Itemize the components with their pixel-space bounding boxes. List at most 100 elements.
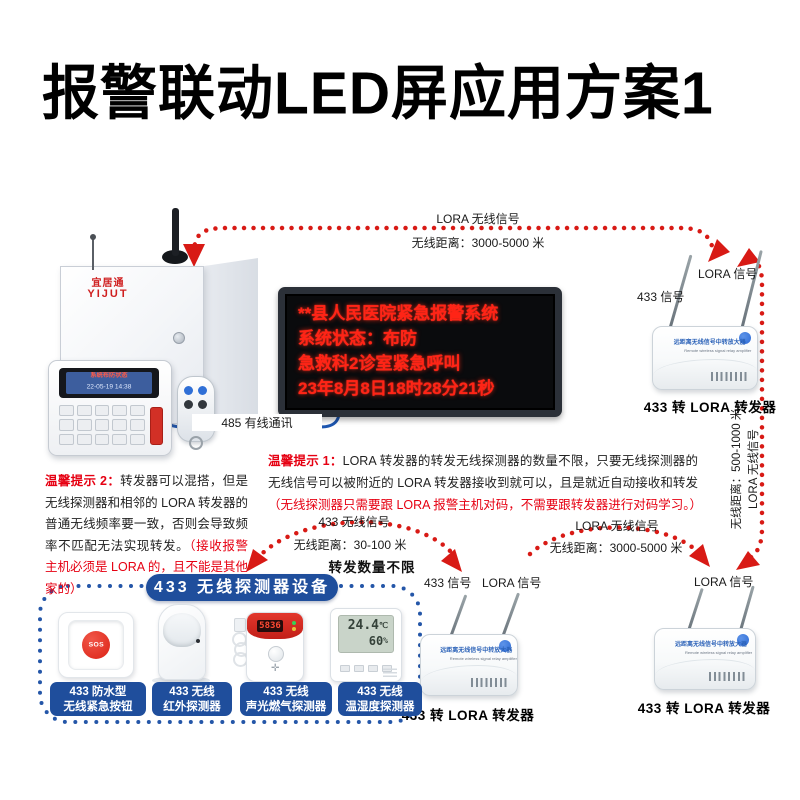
relay-link-name: LORA 无线信号	[575, 519, 659, 533]
humidity-reading: 60%	[368, 634, 388, 648]
arrow-repeater1-side	[737, 248, 760, 267]
page-title: 报警联动LED屏应用方案1	[42, 60, 714, 128]
tip2-note: （接收报警主机必须是 LORA 的，且不能是其他家的）	[45, 538, 248, 596]
repeater1-lora-signal-label: LORA 信号	[698, 267, 758, 281]
led-line-4: 23年8月8日18时28分21秒	[298, 379, 495, 398]
tip2-title: 温馨提示 2：	[45, 474, 121, 488]
sos-label: SOS	[88, 640, 104, 649]
repeater-dip-switch	[709, 672, 745, 681]
detector-label-temp: 433 无线 温湿度探测器	[338, 682, 422, 716]
detector-box-banner: 433 无线探测器设备	[146, 574, 338, 601]
gas-test-button	[268, 646, 284, 662]
detector-label-pir: 433 无线 红外探测器	[152, 682, 232, 716]
temp-lcd: 24.4℃ 60%	[338, 615, 394, 653]
temp-reading: 24.4℃	[347, 618, 388, 633]
relay-arc-line	[527, 525, 701, 557]
repeater3-lora-signal-label: LORA 信号	[694, 575, 754, 589]
tip1-note: （无线探测器只需要跟 LORA 报警主机对码，不需要跟转发器进行对码学习。）	[268, 498, 703, 512]
repeater-seam	[653, 359, 757, 376]
gas-led-dots	[292, 621, 296, 625]
remote-keyring	[189, 436, 203, 450]
repeater-dip-switch	[711, 372, 747, 381]
detector-label-sos: 433 防水型 无线紧急按钮	[50, 682, 146, 716]
alarm-keypad: 系统布防状态 22-05-19 14:38	[48, 360, 172, 456]
panel-lock-knob	[173, 332, 185, 344]
repeater-device-name-en: Remote wireless signal relay amplifier	[684, 349, 752, 354]
keypad-sos-key	[150, 407, 163, 445]
detector-link-distance: 无线距离：30-100 米	[293, 538, 407, 552]
brand-en: YIJUT	[87, 288, 129, 300]
repeater-seam	[421, 665, 517, 682]
tip1-title: 温馨提示 1：	[268, 454, 343, 468]
repeater2-device: 远距离无线信号中转放大器 Remote wireless signal rela…	[420, 634, 518, 696]
led-display: **县人民医院紧急报警系统 系统状态：布防 急救科2诊室紧急呼叫 23年8月8日…	[278, 287, 562, 417]
lora-antenna	[172, 208, 179, 256]
repeater-badge-icon	[499, 640, 511, 652]
keypad-keys	[59, 405, 145, 445]
arrow-to-panel	[183, 244, 205, 267]
temp-vent	[383, 667, 397, 677]
repeater3-caption: 433 转 LORA 转发器	[637, 701, 771, 716]
sos-red-button: SOS	[82, 631, 110, 659]
relay-count-note: 转发数量不限	[328, 560, 416, 575]
repeater-badge-icon	[739, 332, 751, 344]
detector-label-gas: 433 无线 声光燃气探测器	[240, 682, 332, 716]
repeater2-433-signal-label: 433 信号	[424, 576, 472, 590]
remote-control	[177, 376, 215, 450]
lora-antenna-base	[162, 250, 188, 264]
repeater1-433-signal-label: 433 信号	[637, 290, 685, 304]
repeater-device-name: 远距离无线信号中转放大器	[675, 641, 747, 648]
repeater-device-name: 远距离无线信号中转放大器	[440, 647, 513, 654]
arrow-to-repeater3-arc	[689, 544, 710, 567]
repeater3-device: 远距离无线信号中转放大器 Remote wireless signal rela…	[654, 628, 756, 690]
led-line-2: 系统状态：布防	[298, 329, 417, 348]
repeater-device-name-en: Remote wireless signal relay amplifier	[449, 657, 517, 662]
sos-emergency-button: SOS	[58, 612, 134, 678]
arrow-to-repeater1	[708, 239, 730, 262]
relay-link-distance: 无线距离：3000-5000 米	[549, 541, 683, 555]
pir-base	[152, 676, 210, 685]
led-line-3: 急救科2诊室紧急呼叫	[298, 354, 461, 373]
arrow-to-repeater3-vert	[736, 551, 760, 570]
repeater-dip-switch	[471, 678, 507, 687]
lcd-time-text: 22-05-19 14:38	[86, 383, 132, 391]
gas-plug	[234, 618, 246, 632]
top-link-name: LORA 无线信号	[436, 212, 520, 226]
tip1-paragraph: 温馨提示 1：LORA 转发器的转发无线探测器的数量不限，只要无线探测器的无线信…	[268, 450, 702, 516]
lcd-status-text: 系统布防状态	[90, 372, 128, 379]
gas-detector: 5836 ✛	[246, 612, 304, 682]
keypad-lcd: 系统布防状态 22-05-19 14:38	[59, 368, 159, 398]
keypad-lcd-screen: 系统布防状态 22-05-19 14:38	[66, 372, 152, 394]
tip2-paragraph: 温馨提示 2：转发器可以混搭，但是无线探测器和相邻的 LORA 转发器的普通无线…	[45, 471, 248, 600]
wired-485-label: 485 有线通讯	[192, 414, 322, 431]
repeater-device-name: 远距离无线信号中转放大器	[673, 339, 746, 346]
detector-arc-line	[254, 520, 455, 562]
repeater-seam	[655, 659, 755, 676]
arrow-to-detectors	[246, 549, 268, 572]
top-link-distance: 无线距离：3000-5000 米	[411, 236, 545, 250]
arrow-to-repeater2	[441, 549, 462, 572]
repeater1-caption: 433 转 LORA 转发器	[643, 400, 777, 415]
wire-antenna	[90, 234, 96, 270]
repeater1-device: 远距离无线信号中转放大器 Remote wireless signal rela…	[652, 326, 758, 390]
gas-display: 5836	[257, 620, 283, 632]
brand-logo: 宜居通 YIJUT	[78, 278, 138, 300]
remote-buttons	[184, 386, 208, 410]
sos-button-frame	[68, 620, 124, 670]
pir-detector	[158, 604, 206, 680]
repeater2-lora-signal-label: LORA 信号	[482, 576, 542, 590]
led-line-1: **县人民医院紧急报警系统	[298, 304, 499, 323]
gas-grill-icon: ✛	[271, 663, 280, 674]
repeater-badge-icon	[737, 634, 749, 646]
repeater-device-name-en: Remote wireless signal relay amplifier	[685, 651, 753, 656]
lora-top-link-line	[191, 225, 715, 257]
pir-led-dot	[196, 639, 200, 643]
detector-link-name: 433 无线信号	[318, 515, 390, 529]
pir-lens	[163, 613, 201, 647]
led-text: **县人民医院紧急报警系统 系统状态：布防 急救科2诊室紧急呼叫 23年8月8日…	[298, 301, 498, 401]
repeater2-caption: 433 转 LORA 转发器	[401, 708, 535, 723]
brand-cn: 宜居通	[91, 278, 125, 289]
gas-detector-top: 5836	[247, 613, 303, 639]
tip1-body: LORA 转发器的转发无线探测器的数量不限，只要无线探测器的无线信号可以被附近的…	[268, 454, 698, 490]
temp-humidity-detector: 24.4℃ 60%	[330, 608, 402, 682]
